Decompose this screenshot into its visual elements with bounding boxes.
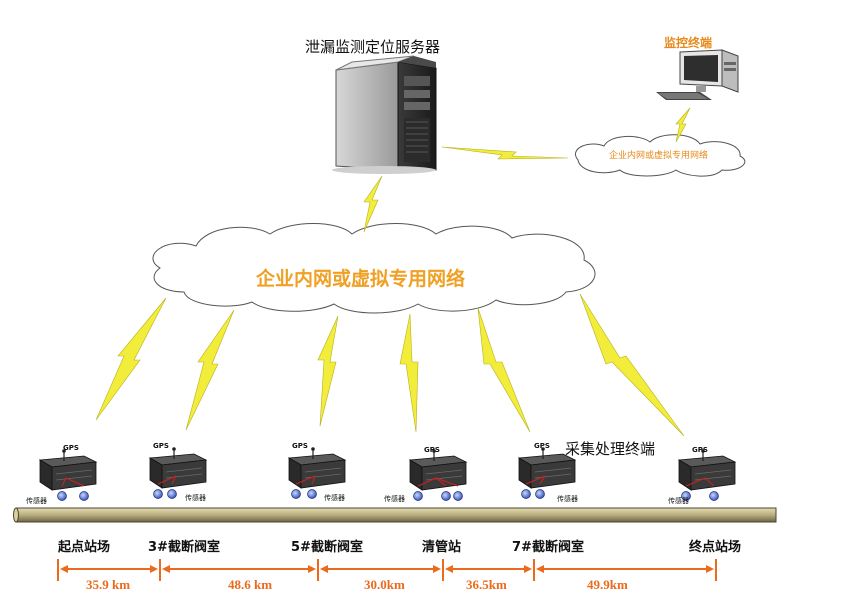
acquisition-terminal (148, 447, 208, 499)
station-label: 起点站场 (58, 540, 111, 555)
acquisition-terminal (677, 449, 737, 501)
sensor-icon (535, 489, 545, 499)
sensor-icon (521, 489, 531, 499)
lightning-bolt (579, 293, 685, 437)
acquisition-terminal (408, 449, 468, 501)
gps-label: GPS (424, 446, 440, 454)
distance-label: 49.9km (587, 577, 628, 592)
gps-label: GPS (534, 442, 550, 450)
small-network-cloud (575, 134, 746, 177)
lightning-bolt (185, 309, 235, 431)
distance-label: 30.0km (364, 577, 405, 592)
dimension-arrow (308, 565, 316, 573)
dimension-arrow (706, 565, 714, 573)
acquisition-terminal-label: 采集处理终端 (565, 440, 656, 458)
lightning-bolt (363, 175, 383, 233)
acquisition-terminal (38, 449, 98, 501)
lightning-bolt (441, 146, 569, 160)
lightning-bolt (317, 315, 339, 427)
sensor-label: 传感器 (557, 495, 578, 503)
sensor-icon (709, 491, 719, 501)
distance-label: 48.6 km (228, 577, 273, 592)
terminal-group (38, 447, 737, 501)
station-label: 清管站 (422, 540, 462, 555)
acquisition-terminal (517, 447, 577, 499)
sensor-icon (453, 491, 463, 501)
dimension-arrow (445, 565, 453, 573)
dimension-arrow (433, 565, 441, 573)
station-label: 3#截断阀室 (148, 540, 220, 555)
gps-label: GPS (292, 442, 308, 450)
gps-label: GPS (692, 446, 708, 454)
station-label: 终点站场 (689, 540, 742, 555)
small-cloud-label: 企业内网或虚拟专用网络 (609, 151, 709, 161)
gps-label: GPS (153, 442, 169, 450)
sensor-icon (681, 491, 691, 501)
acquisition-terminal (287, 447, 347, 499)
server-title: 泄漏监测定位服务器 (305, 38, 441, 56)
sensor-icon (291, 489, 301, 499)
server-icon (332, 55, 437, 174)
lightning-bolt (477, 307, 531, 433)
station-label: 5#截断阀室 (291, 540, 363, 555)
lightning-group (95, 107, 691, 437)
big-cloud-label: 企业内网或虚拟专用网络 (256, 268, 466, 290)
lightning-bolt (675, 107, 691, 143)
sensor-label: 传感器 (26, 497, 47, 505)
dimension-arrow (524, 565, 532, 573)
monitor-terminal-icon (656, 49, 739, 100)
lightning-bolt (95, 297, 167, 421)
distance-label: 35.9 km (86, 577, 131, 592)
monitor-terminal-title: 监控终端 (664, 36, 713, 50)
sensor-label: 传感器 (384, 495, 405, 503)
sensor-icon (413, 491, 423, 501)
sensor-icon (167, 489, 177, 499)
sensor-label: 传感器 (668, 497, 689, 505)
sensor-label: 传感器 (324, 494, 345, 502)
sensor-icon (57, 491, 67, 501)
lightning-bolt (399, 313, 419, 433)
dimension-arrow (320, 565, 328, 573)
sensor-icon (441, 491, 451, 501)
gps-label: GPS (63, 444, 79, 452)
sensor-icon (79, 491, 89, 501)
sensor-icon (307, 489, 317, 499)
distance-dimension-group (57, 559, 717, 581)
dimension-arrow (536, 565, 544, 573)
station-label: 7#截断阀室 (512, 540, 584, 555)
sensor-label: 传感器 (185, 494, 206, 502)
big-network-cloud (152, 223, 596, 314)
sensor-icon (153, 489, 163, 499)
dimension-arrow (60, 565, 68, 573)
dimension-arrow (150, 565, 158, 573)
distance-label: 36.5km (466, 577, 507, 592)
pipeline (13, 507, 777, 523)
dimension-arrow (162, 565, 170, 573)
